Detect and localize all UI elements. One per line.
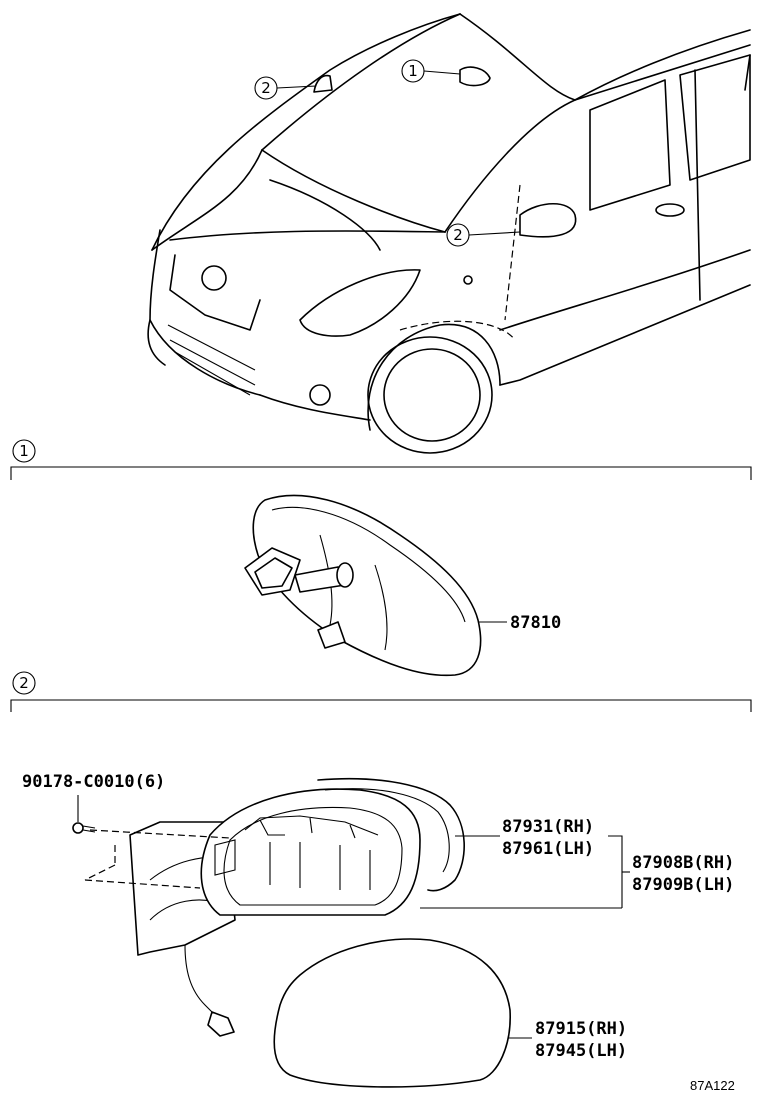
screw-drawing [72,795,96,834]
figure-id: 87A122 [690,1078,735,1093]
part-cover-rh-text: 87931(RH) [502,817,594,837]
part-screw-label[interactable]: 90178-C0010(6) [22,772,165,792]
car-illustration [147,13,751,454]
part-outer-mirror-rh-text: 87908B(RH) [632,853,734,873]
part-glass-lh-text: 87945(LH) [535,1041,627,1061]
part-cover-lh-text: 87961(LH) [502,839,594,859]
section-1-header: 1 [10,439,752,480]
callout-2-side[interactable]: 2 [446,223,521,247]
part-cover-label[interactable]: 87931(RH) 87961(LH) [502,817,594,859]
section-2-header: 2 [10,671,752,712]
section-2-label: 2 [19,674,29,692]
callout-2-side-label: 2 [453,226,463,244]
part-87810-label[interactable]: 87810 [478,613,561,633]
outer-mirror-drawing [84,777,511,1088]
part-outer-mirror-label[interactable]: 87908B(RH) 87909B(LH) [632,853,734,895]
callout-2-top-left-label: 2 [261,79,271,97]
part-screw-text: 90178-C0010(6) [22,772,165,792]
part-outer-mirror-lh-text: 87909B(LH) [632,875,734,895]
callout-1-top[interactable]: 1 [401,59,461,83]
callout-1-top-label: 1 [408,62,418,80]
inner-mirror-drawing [244,494,482,677]
section-1-label: 1 [19,442,29,460]
leader-lines [420,835,630,1039]
callout-2-top-left[interactable]: 2 [254,76,317,100]
part-glass-rh-text: 87915(RH) [535,1019,627,1039]
part-glass-label[interactable]: 87915(RH) 87945(LH) [535,1019,627,1061]
part-87810-text: 87810 [510,613,561,633]
